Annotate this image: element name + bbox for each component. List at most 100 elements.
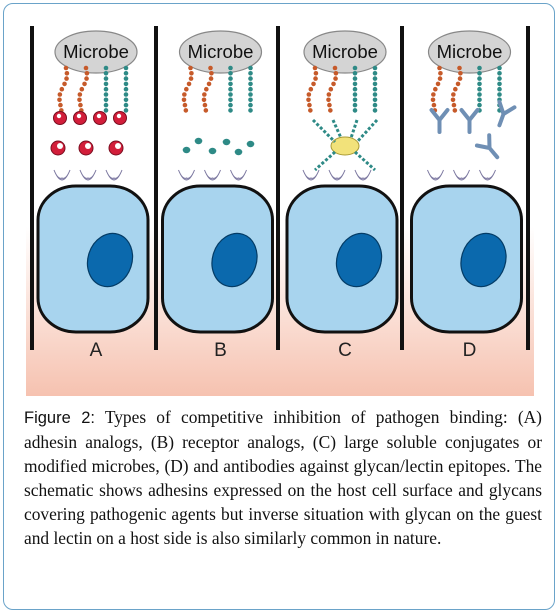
host-lectin-receptor [105, 169, 123, 181]
strand-bead [186, 81, 192, 87]
strand-bead [64, 76, 69, 81]
strand-bead [477, 92, 482, 97]
strand-bead [202, 102, 208, 108]
strand-bead [228, 97, 233, 103]
strand-bead [352, 81, 358, 87]
strand-bead [477, 97, 482, 103]
cell-nucleus [211, 232, 258, 288]
antibody [474, 133, 500, 160]
antibody-shape [474, 133, 500, 160]
strand-bead [103, 102, 109, 108]
panel-letter-label: C [338, 340, 352, 361]
microbe-ellipse [178, 30, 263, 74]
strand-bead [228, 102, 233, 108]
strand-bead [228, 76, 233, 81]
strand-bead [123, 97, 129, 103]
host-lectin-receptor [178, 169, 195, 181]
strand-bead [431, 102, 437, 108]
strand-bead [372, 102, 378, 108]
strand-bead [497, 65, 502, 71]
host-lectin-receptor [53, 169, 71, 181]
strand-bead [123, 65, 129, 71]
strand-bead [450, 97, 456, 103]
strand-bead [123, 81, 129, 87]
free-receptor-analog [234, 148, 243, 156]
strand-bead [103, 92, 109, 97]
strand-bead [82, 81, 87, 87]
soluble-conjugate [330, 136, 360, 156]
strand-bead [331, 81, 336, 87]
strand-bead [312, 65, 318, 71]
strand-bead [59, 86, 65, 92]
strand-bead [188, 76, 194, 81]
strand-bead [77, 92, 83, 97]
strand-bead [430, 97, 436, 103]
strand-bead [189, 71, 194, 76]
strand-bead [308, 86, 314, 92]
strand-bead [202, 92, 207, 97]
adhesin-highlight [56, 113, 62, 119]
strand-bead [83, 65, 89, 71]
strand-bead [209, 71, 214, 76]
adhesin-highlight [76, 113, 82, 119]
strand-bead [372, 65, 378, 71]
strand-bead [58, 102, 63, 108]
microbe-label: Microbe [63, 41, 129, 62]
strand-bead [306, 97, 311, 103]
free-receptor-analog [246, 140, 255, 148]
strand-bead [79, 86, 85, 92]
strand-bead [208, 76, 214, 81]
strand-bead [352, 102, 358, 108]
microbe-ellipse [54, 30, 138, 74]
host-lectin-receptor [479, 169, 496, 181]
cell-nucleus [460, 232, 507, 288]
strand-bead [181, 97, 187, 103]
antibody [429, 108, 450, 134]
strand-bead [332, 65, 338, 71]
free-receptor-analog [208, 147, 217, 155]
strand-bead [457, 76, 463, 81]
antibody [459, 108, 480, 134]
strand-bead [248, 81, 253, 87]
strand-bead [352, 97, 358, 103]
strand-bead [437, 65, 442, 71]
strand-bead [248, 76, 253, 81]
strand-bead [457, 65, 462, 71]
adhesin-red-tip [53, 111, 67, 125]
strand-bead [84, 76, 89, 81]
conjugate-arm [353, 150, 377, 172]
adhesin-highlight [96, 113, 102, 119]
conjugate-arm [313, 150, 337, 172]
cell-nucleus [86, 232, 134, 288]
strand-bead [228, 108, 233, 113]
strand-bead [123, 102, 129, 108]
host-lectin-receptor [427, 169, 444, 181]
strand-bead [248, 97, 253, 103]
strand-bead [78, 102, 83, 108]
strand-bead [103, 86, 109, 92]
antibody-shape [429, 108, 450, 134]
strand-bead [228, 81, 233, 87]
panel-letter-label: B [214, 340, 227, 361]
strand-bead [352, 92, 358, 97]
figure-caption: Figure 2: Types of competitive inhibitio… [24, 406, 542, 550]
strand-bead [103, 65, 109, 71]
strand-bead [458, 71, 463, 76]
strand-bead [477, 102, 482, 108]
strand-bead [123, 76, 129, 81]
strand-bead [352, 65, 358, 71]
antibody [497, 99, 517, 128]
strand-bead [477, 71, 482, 76]
strand-bead [497, 92, 502, 97]
strand-bead [455, 81, 461, 87]
strand-bead [372, 97, 378, 103]
strand-bead [328, 108, 333, 113]
strand-bead [182, 102, 188, 108]
panel-letter-label: A [90, 340, 103, 361]
strand-bead [123, 108, 129, 113]
strand-bead [372, 86, 378, 92]
strand-bead [451, 92, 456, 97]
host-lectin-receptor [328, 169, 346, 181]
